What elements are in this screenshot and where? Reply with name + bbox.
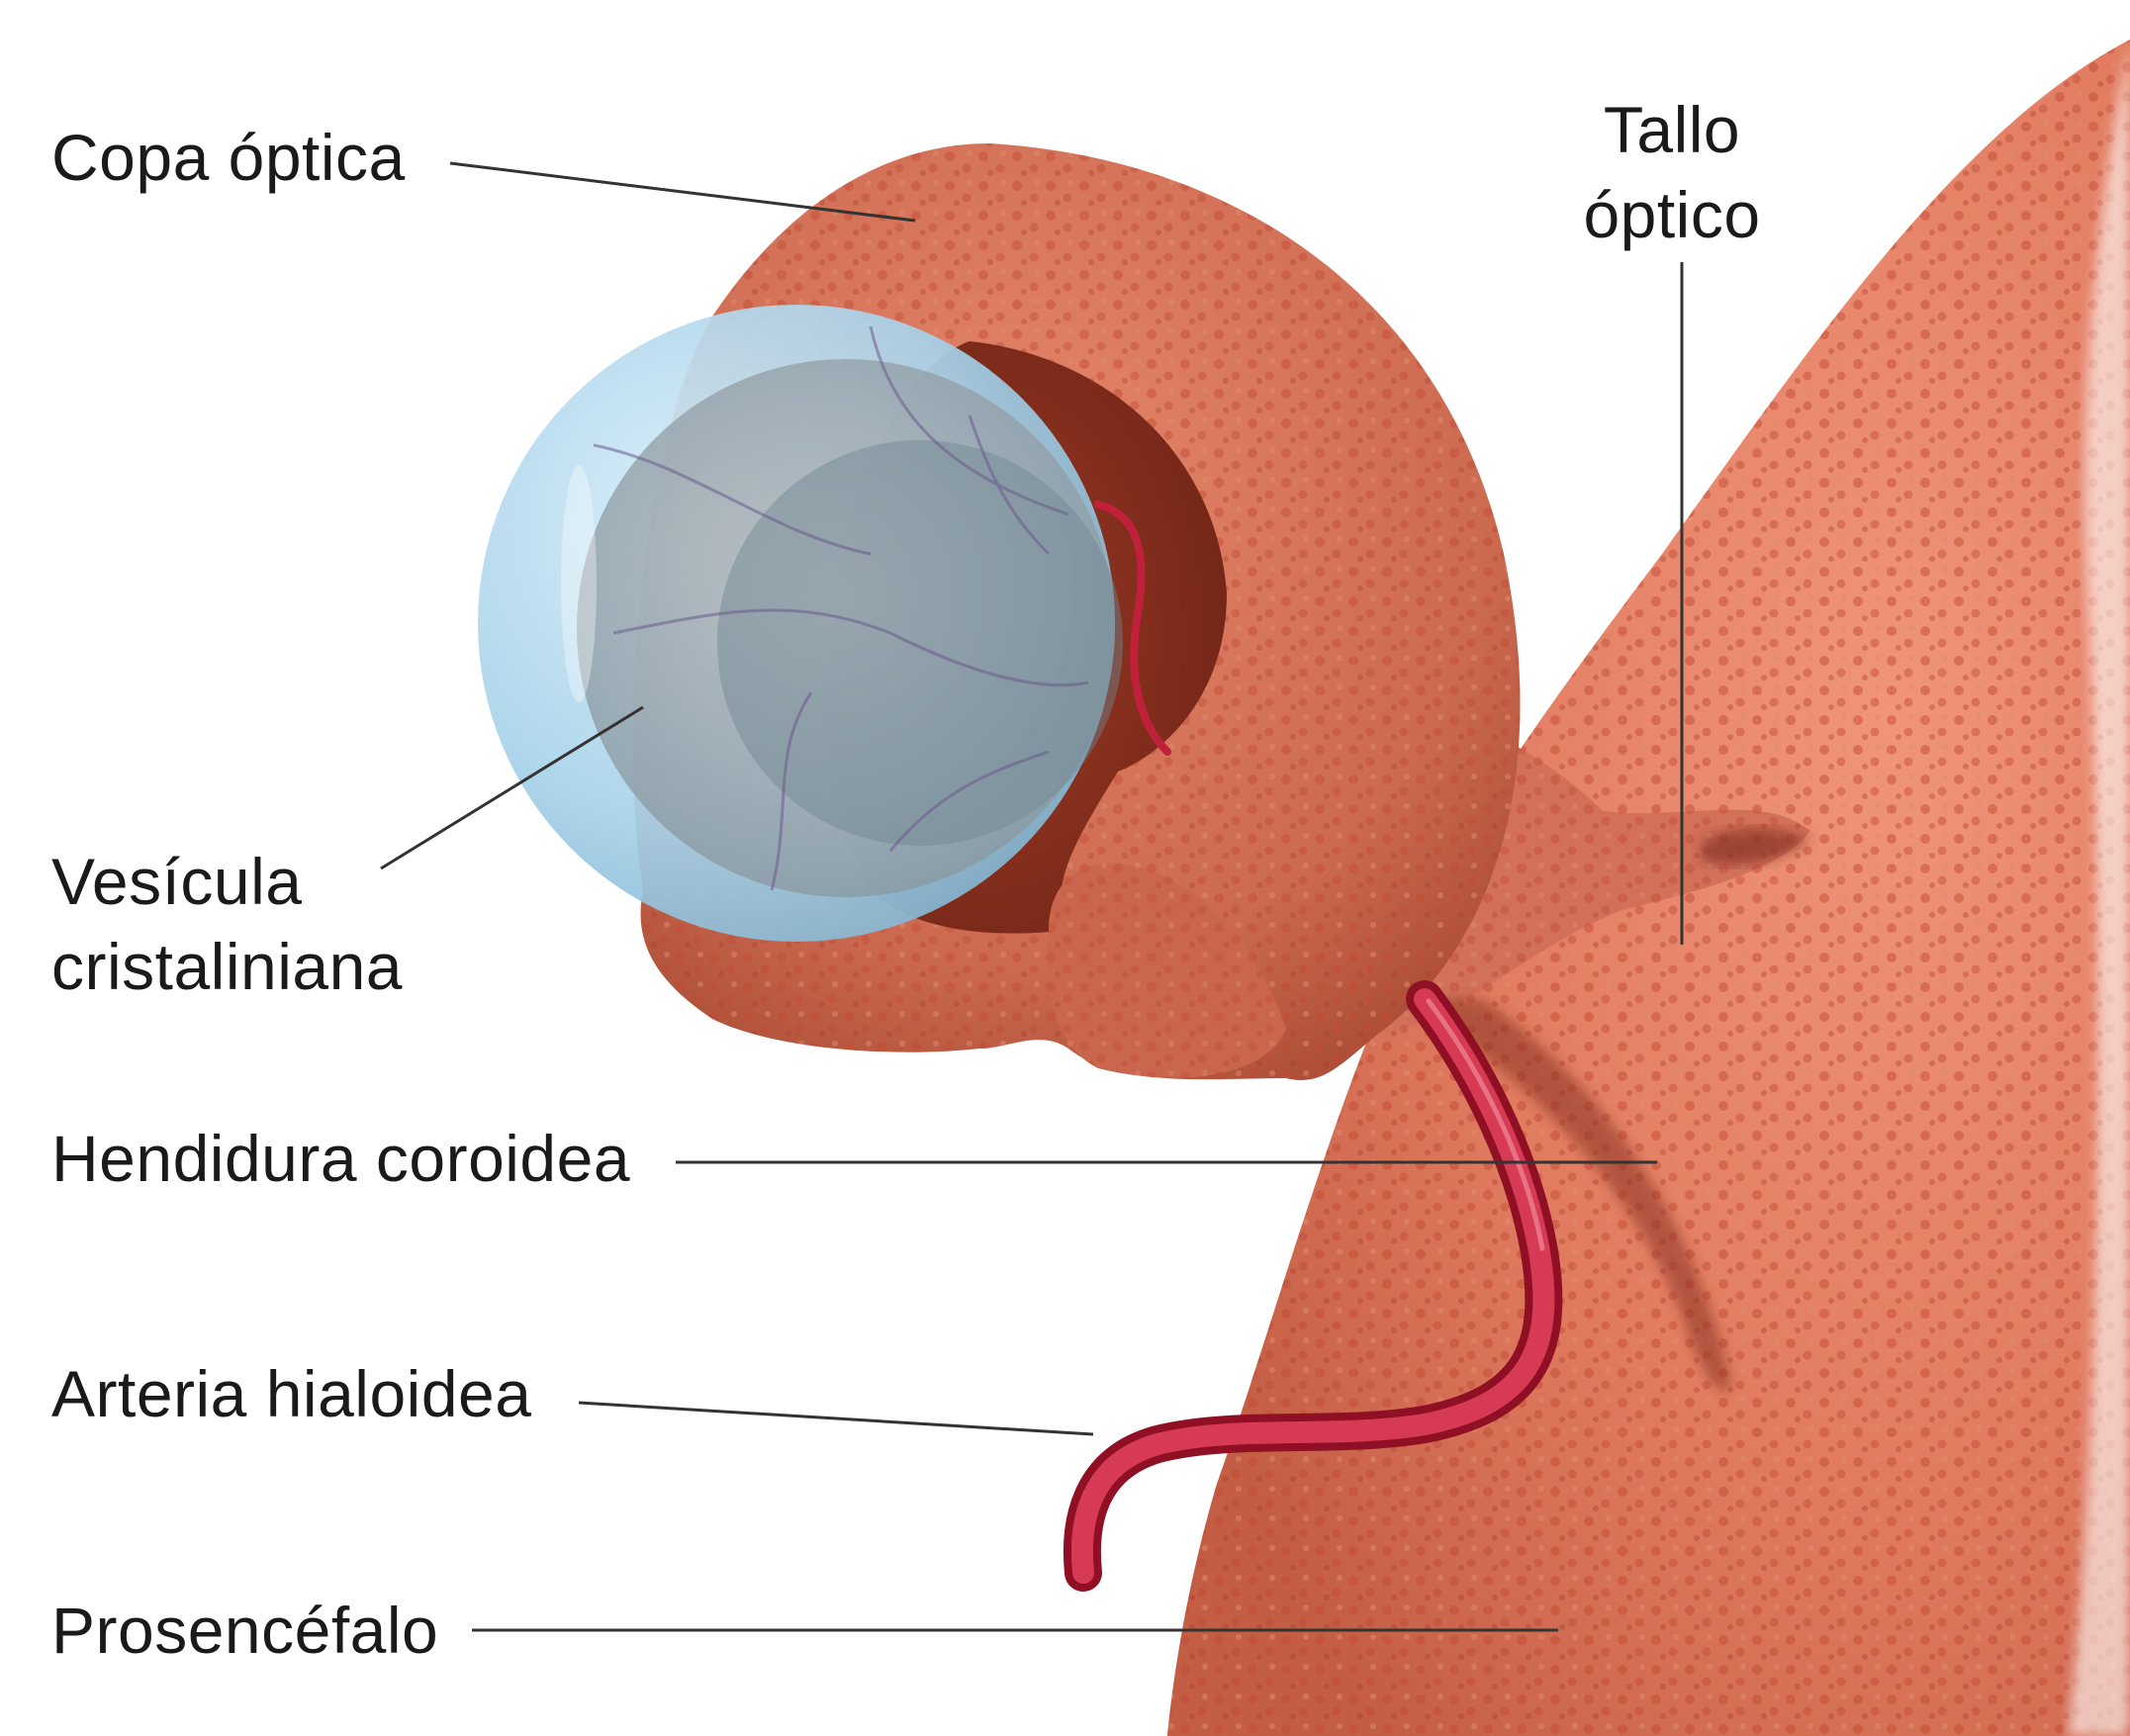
label-arteria-text: Arteria hialoidea [51, 1351, 531, 1436]
label-prosencefalo: Prosencéfalo [51, 1588, 438, 1673]
label-tallo-optico-line2: óptico [1573, 172, 1771, 257]
label-copa-optica-text: Copa óptica [51, 115, 406, 200]
label-copa-optica: Copa óptica [51, 115, 406, 200]
label-hendidura-text: Hendidura coroidea [51, 1116, 630, 1201]
leader-line-arteria [579, 1403, 1093, 1434]
label-prosencefalo-text: Prosencéfalo [51, 1588, 438, 1673]
label-vesicula-cristaliniana: Vesícula cristaliniana [51, 839, 403, 1009]
label-vesicula-line2: cristaliniana [51, 924, 403, 1009]
label-hendidura-coroidea: Hendidura coroidea [51, 1116, 630, 1201]
label-tallo-optico: Tallo óptico [1573, 87, 1771, 257]
label-arteria-hialoidea: Arteria hialoidea [51, 1351, 531, 1436]
label-vesicula-line1: Vesícula [51, 839, 403, 924]
label-tallo-optico-line1: Tallo [1573, 87, 1771, 172]
